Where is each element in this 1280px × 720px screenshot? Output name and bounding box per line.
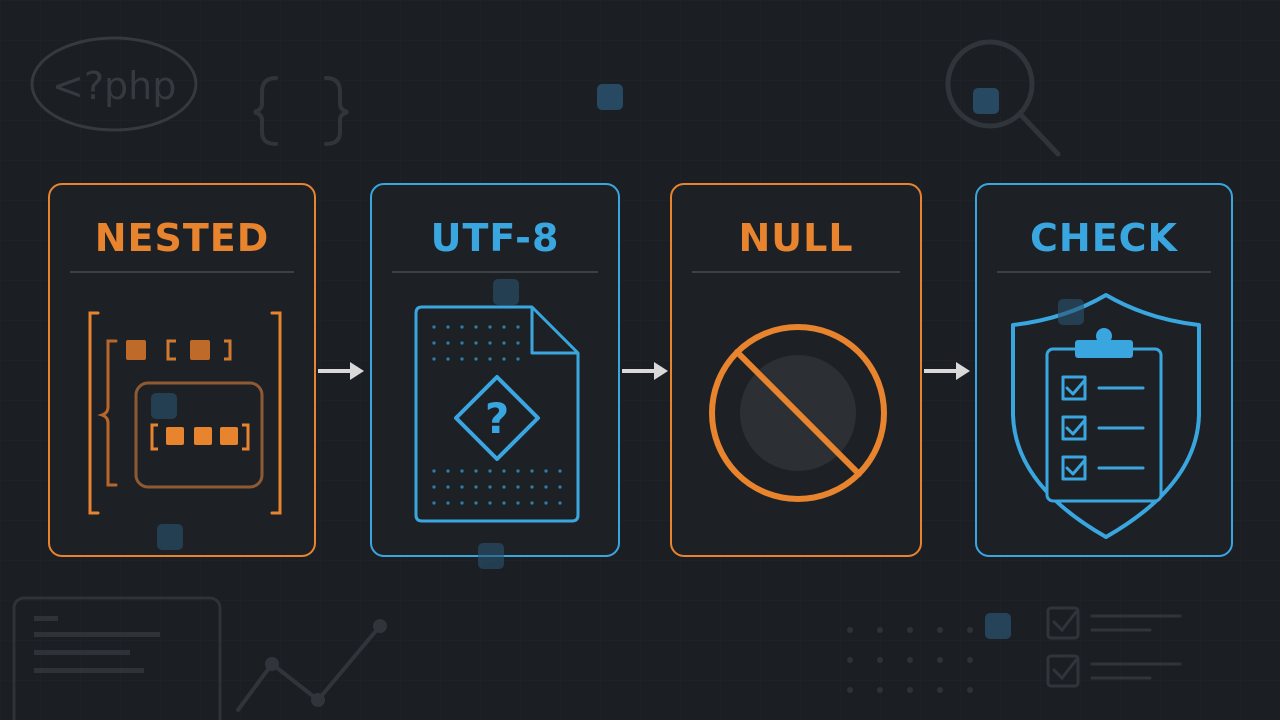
magnifier-icon [945, 39, 1061, 157]
step-title: CHECK [1030, 216, 1178, 260]
document-dot [516, 325, 520, 329]
arrow-right-icon [622, 362, 668, 380]
document-dot [502, 501, 506, 505]
watermark-icon [1058, 299, 1084, 325]
document-dot [516, 357, 520, 361]
watermark-icon [151, 393, 177, 419]
document-dot [558, 469, 562, 473]
step-title: NULL [738, 216, 854, 260]
document-dot [446, 341, 450, 345]
document-dot [474, 325, 478, 329]
document-dot [488, 501, 492, 505]
document-dot [558, 485, 562, 489]
document-dot [460, 469, 464, 473]
step-card-nested: NESTED [48, 183, 316, 557]
document-dot [516, 485, 520, 489]
arrow-right-icon [318, 362, 364, 380]
document-dot [474, 357, 478, 361]
document-dot [502, 325, 506, 329]
document-dot [488, 469, 492, 473]
step-card-null: NULL [670, 183, 922, 557]
document-dot [446, 325, 450, 329]
file-question-icon: ? [414, 305, 580, 523]
document-dot [446, 501, 450, 505]
step-title: UTF-8 [430, 216, 560, 260]
curly-braces-icon [253, 76, 349, 146]
document-dot [460, 357, 464, 361]
nested-brackets-icon [88, 311, 282, 515]
null-prohibited-icon [709, 324, 887, 502]
document-dot [432, 325, 436, 329]
code-window-icon [12, 596, 222, 720]
document-dot [460, 341, 464, 345]
document-dot [558, 501, 562, 505]
document-dot [474, 341, 478, 345]
document-dot [488, 341, 492, 345]
document-dot [460, 485, 464, 489]
document-dot [446, 485, 450, 489]
document-dot [516, 341, 520, 345]
document-dot [460, 325, 464, 329]
document-dot [474, 501, 478, 505]
watermark-icon [597, 84, 623, 110]
document-dot [544, 485, 548, 489]
step-card-check: CHECK [975, 183, 1233, 557]
step-card-utf8: UTF-8 ? [370, 183, 620, 557]
document-dot [432, 485, 436, 489]
php-code-text: <?php [52, 64, 177, 108]
arrow-right-icon [924, 362, 970, 380]
document-dot [530, 501, 534, 505]
document-dot [530, 469, 534, 473]
document-dot [516, 469, 520, 473]
document-dot [432, 501, 436, 505]
php-badge-outline [30, 36, 198, 132]
document-dot [488, 357, 492, 361]
document-dot [460, 501, 464, 505]
card-divider [392, 271, 598, 273]
document-dot [474, 485, 478, 489]
step-title: NESTED [94, 216, 270, 260]
document-dot [432, 469, 436, 473]
card-divider [997, 271, 1211, 273]
document-dot [502, 469, 506, 473]
document-dot [544, 501, 548, 505]
card-divider [692, 271, 900, 273]
document-dot [446, 469, 450, 473]
document-dot [516, 501, 520, 505]
shield-checklist-icon [1011, 293, 1201, 539]
watermark-icon [493, 279, 519, 305]
watermark-icon [157, 524, 183, 550]
card-divider [70, 271, 294, 273]
document-dot [488, 485, 492, 489]
document-dot [530, 485, 534, 489]
document-dot [446, 357, 450, 361]
document-dot [432, 357, 436, 361]
document-dot [502, 485, 506, 489]
watermark-icon [985, 613, 1011, 639]
document-dot [502, 357, 506, 361]
watermark-icon [478, 543, 504, 569]
checklist-decoration-icon [1046, 606, 1182, 688]
document-dot [432, 341, 436, 345]
document-dot [544, 469, 548, 473]
document-dot [502, 341, 506, 345]
watermark-icon [973, 88, 999, 114]
document-dot [488, 325, 492, 329]
line-chart-icon [236, 619, 387, 712]
question-mark-glyph: ? [485, 394, 509, 443]
document-dot [474, 469, 478, 473]
dot-grid-decoration [847, 627, 973, 693]
